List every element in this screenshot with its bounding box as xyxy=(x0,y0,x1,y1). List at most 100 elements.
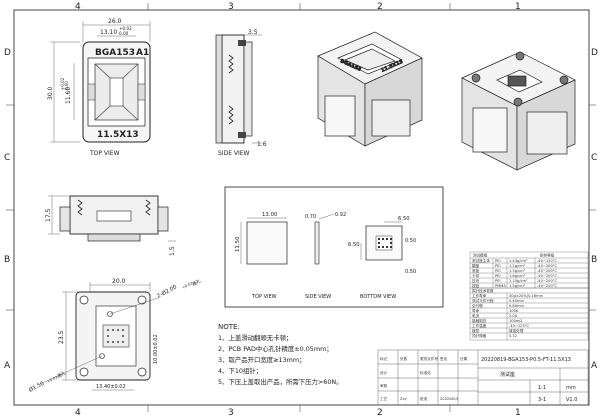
iso-view-open xyxy=(461,51,576,171)
zone-bottom-2: 3 xyxy=(228,408,234,418)
side-dim-top: 3.5 xyxy=(248,29,258,36)
tb-r3-c0: 工艺 xyxy=(380,396,388,401)
zone-top-1: 4 xyxy=(75,2,81,12)
probe-r3-c0: 寿命 xyxy=(472,308,480,313)
spec-header-module: 测试模组 xyxy=(473,253,488,258)
hole-a-note: 通孔 xyxy=(191,277,203,288)
top-view: 26.0 13.10 +0.02 0.00 30.0 11.60 +0.02 0… xyxy=(47,18,151,157)
bottom-pin-field xyxy=(102,324,130,348)
probe-r5-c0: 接触阻抗 xyxy=(472,318,487,323)
side-body xyxy=(221,34,245,144)
zone-left-c: C xyxy=(4,153,10,163)
tb-r2-c0: 审核 xyxy=(380,383,388,388)
front-base xyxy=(87,233,141,242)
chip-side-outline xyxy=(314,221,320,265)
spec-r4-c2: 1.15g/cm³ xyxy=(509,279,528,283)
title-block xyxy=(377,349,589,406)
probe-r7-c0: 镀层 xyxy=(472,328,480,333)
spec-r1-c1: PEI xyxy=(495,264,501,268)
spec-r0-c2: 1.43g/cm³ xyxy=(509,259,528,263)
chip-dim-pad: 0.50 xyxy=(405,238,416,244)
spec-r2-c2: 1.5g/cm³ xyxy=(509,269,526,273)
spec-r4-c3: -40~200°C xyxy=(537,279,558,283)
zone-top-2: 3 xyxy=(228,2,234,12)
spec-table-probe xyxy=(469,287,589,341)
spec-r5-c0: 按钮 xyxy=(472,283,480,288)
iso1-side-panel xyxy=(324,95,356,137)
notes-heading: NOTE: xyxy=(218,323,240,331)
iso2-side-panel xyxy=(472,107,508,153)
hole-b-note: 通孔 xyxy=(56,369,68,380)
spec-r1-c3: -40~200°C xyxy=(537,264,558,268)
title-block-cells: 标记 处数 更改文件号 签名 日期 设计 标准化 审核 工艺 批准 Zxy 20… xyxy=(380,356,468,401)
zone-right-d: D xyxy=(591,48,598,58)
top-dim-inner-tol-upper: +0.02 xyxy=(60,77,65,90)
zone-top-4: 1 xyxy=(515,2,521,12)
bottom-dim-width: 20.0 xyxy=(112,278,126,285)
tb-unit: mm xyxy=(566,385,576,391)
iso-view-closed: BGA153 11.5X13 xyxy=(317,31,423,147)
tb-date: 20220819 xyxy=(440,397,459,401)
note-item-1: 1、上盖滑动翻顺无卡顿； xyxy=(218,334,293,342)
spec-r4-c1: PEI xyxy=(495,279,501,283)
drawing-frame xyxy=(13,9,590,406)
tb-r0-c4: 日期 xyxy=(460,356,468,361)
probe-r3-c1: 100K xyxy=(509,309,519,313)
size-label: 11.5X13 xyxy=(97,130,139,140)
spec-r0-c3: -40~150°C xyxy=(537,259,558,263)
tb-sheet: 3-1 xyxy=(538,397,546,403)
iso2-screw-bottom xyxy=(513,97,523,107)
latch-right xyxy=(137,83,146,101)
iso2-screw-right xyxy=(559,75,569,85)
chip-top-view-label: TOP VIEW xyxy=(251,294,277,300)
hole-b-label: Ø1.50 xyxy=(28,380,46,394)
spec-table-materials xyxy=(469,251,589,289)
top-dim-opening: 13.10 xyxy=(100,29,117,36)
top-dim-width: 26.0 xyxy=(108,18,122,25)
front-dim-foot: 1.5 xyxy=(169,246,176,256)
hole-a-label: 2-Ø2.00 xyxy=(156,283,179,300)
iso2-screw-top xyxy=(515,51,525,61)
spec-r5-c2: 1.5g/cm³ xyxy=(509,284,526,288)
zone-top-3: 2 xyxy=(377,2,383,12)
probe-r1-c1: 0.40mm xyxy=(509,299,525,303)
chip-bottom-view-label: BOTTOM VIEW xyxy=(360,294,396,300)
spec-r2-c0: 底板 xyxy=(472,268,480,273)
probe-rows: 工作寿命 30g±20%/0.16mm 测试元件行程 0.40mm 全行程 0.… xyxy=(472,293,544,338)
latch-left xyxy=(87,83,96,101)
tb-scale: 1:1 xyxy=(538,385,546,391)
chip-dim-pitch-y: 6.50 xyxy=(348,242,360,248)
zone-right-c: C xyxy=(591,153,597,163)
spec-r3-c0: 卡扣 xyxy=(472,273,480,278)
probe-section-header: 探针技术参数 xyxy=(472,288,494,293)
chip-dim-pitch-x: 6.50 xyxy=(398,216,410,222)
side-view-label: SIDE VIEW xyxy=(218,150,250,157)
side-button-top xyxy=(238,40,246,46)
spec-r2-c3: -40~200°C xyxy=(537,269,558,273)
front-view: 17.5 1.5 xyxy=(45,195,176,256)
spring-top xyxy=(228,54,234,74)
spec-rows: 测试座主体 PEI 1.43g/cm³ -40~150°C 翻盖 PEI 1.2… xyxy=(472,258,558,288)
iso1-pocket xyxy=(344,48,396,71)
front-dim-height: 17.5 xyxy=(45,208,52,222)
tb-r3-c2: 批准 xyxy=(420,396,428,401)
probe-r8-c0: 顶针规格 xyxy=(472,333,487,338)
tb-author: Zxy xyxy=(400,397,408,401)
iso2-chip xyxy=(507,75,527,87)
hole-b-suffix: +0.02 xyxy=(47,375,59,384)
spec-r0-c1: PEI xyxy=(495,259,501,263)
mount-hole-tl xyxy=(79,295,89,305)
probe-r0-c1: 30g±20%/0.16mm xyxy=(509,294,544,298)
note-item-2: 2、PCB PAD中心孔针精度±0.05mm； xyxy=(218,345,333,353)
chip-side-view-label: SIDE VIEW xyxy=(305,294,331,300)
probe-r1-c0: 测试元件行程 xyxy=(472,298,494,303)
chip-dim-ball: 0.92 xyxy=(335,212,346,218)
bottom-dim-hole-offset: 10.00±0.02 xyxy=(153,334,159,364)
notes-block: NOTE: 1、上盖滑动翻顺无卡顿； 2、PCB PAD中心孔针精度±0.05m… xyxy=(218,322,388,388)
spec-r1-c0: 翻盖 xyxy=(472,263,480,268)
zone-right-b: B xyxy=(591,255,597,265)
side-button-bottom xyxy=(238,132,246,138)
chip-dim-pad-y: 0.50 xyxy=(405,269,416,275)
spec-r3-c1: PEI xyxy=(495,274,501,278)
top-dim-inner-tol-lower: 0.00 xyxy=(64,81,69,90)
